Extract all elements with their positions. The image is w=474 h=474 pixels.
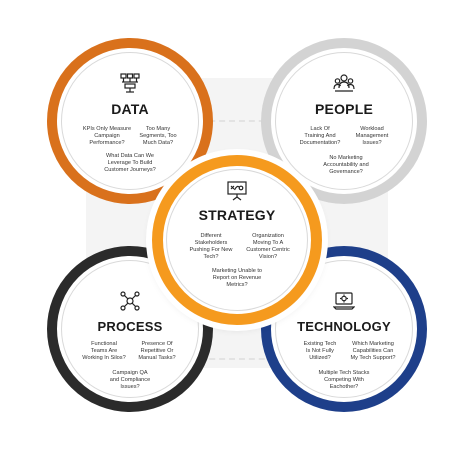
data-inner-ring xyxy=(61,52,199,190)
people-inner-ring xyxy=(275,52,413,190)
strategy-question-1: Different Stakeholders Pushing For New T… xyxy=(189,233,233,260)
data-question-1: KPIs Only Measure Campaign Performance? xyxy=(82,126,132,146)
process-question-2: Presence Of Repetitive Or Manual Tasks? xyxy=(138,341,176,361)
data-ring xyxy=(47,38,213,204)
people-group-icon xyxy=(333,74,355,92)
presentation-board-icon xyxy=(227,181,247,201)
people-question-2: Workload Management Issues? xyxy=(355,126,389,146)
technology-question-2: Which Marketing Capabilities Can My Tech… xyxy=(350,341,396,361)
data-question-3: What Data Can We Leverage To Build Custo… xyxy=(104,153,156,173)
process-ring xyxy=(47,246,213,412)
dashed-connector-bottom xyxy=(130,358,344,360)
server-network-icon xyxy=(120,73,140,93)
technology-ring xyxy=(261,246,427,412)
process-inner-ring xyxy=(61,260,199,398)
process-question-1: Functional Teams Are Working In Silos? xyxy=(82,341,126,361)
technology-question-3: Multiple Tech Stacks Competing With Each… xyxy=(318,370,370,390)
strategy-inner-ring xyxy=(166,169,308,311)
strategy-circle: STRATEGY Different Stakeholders Pushing … xyxy=(152,155,322,325)
strategy-question-2: Organization Moving To A Customer Centri… xyxy=(246,233,290,260)
people-question-3: No Marketing Accountability and Governan… xyxy=(323,155,369,175)
process-title: PROCESS xyxy=(97,319,163,334)
people-title: PEOPLE xyxy=(315,101,373,117)
process-nodes-icon xyxy=(120,291,140,311)
data-title: DATA xyxy=(111,101,149,117)
technology-question-1: Existing Tech Is Not Fully Utilized? xyxy=(303,341,337,361)
dashed-connector-top xyxy=(130,120,344,122)
data-question-2: Too Many Segments, Too Much Data? xyxy=(139,126,177,146)
people-circle: PEOPLE Lack Of Training And Documentatio… xyxy=(261,38,427,204)
strategy-question-3: Marketing Unable to Report on Revenue Me… xyxy=(211,268,263,288)
technology-title: TECHNOLOGY xyxy=(297,319,391,334)
people-question-1: Lack Of Training And Documentation? xyxy=(299,126,341,146)
strategy-ring xyxy=(152,155,322,325)
laptop-gear-icon xyxy=(333,292,355,310)
process-question-3: Campaign QA and Compliance Issues? xyxy=(109,370,151,390)
technology-inner-ring xyxy=(275,260,413,398)
strategy-title: STRATEGY xyxy=(198,207,276,223)
people-ring xyxy=(261,38,427,204)
